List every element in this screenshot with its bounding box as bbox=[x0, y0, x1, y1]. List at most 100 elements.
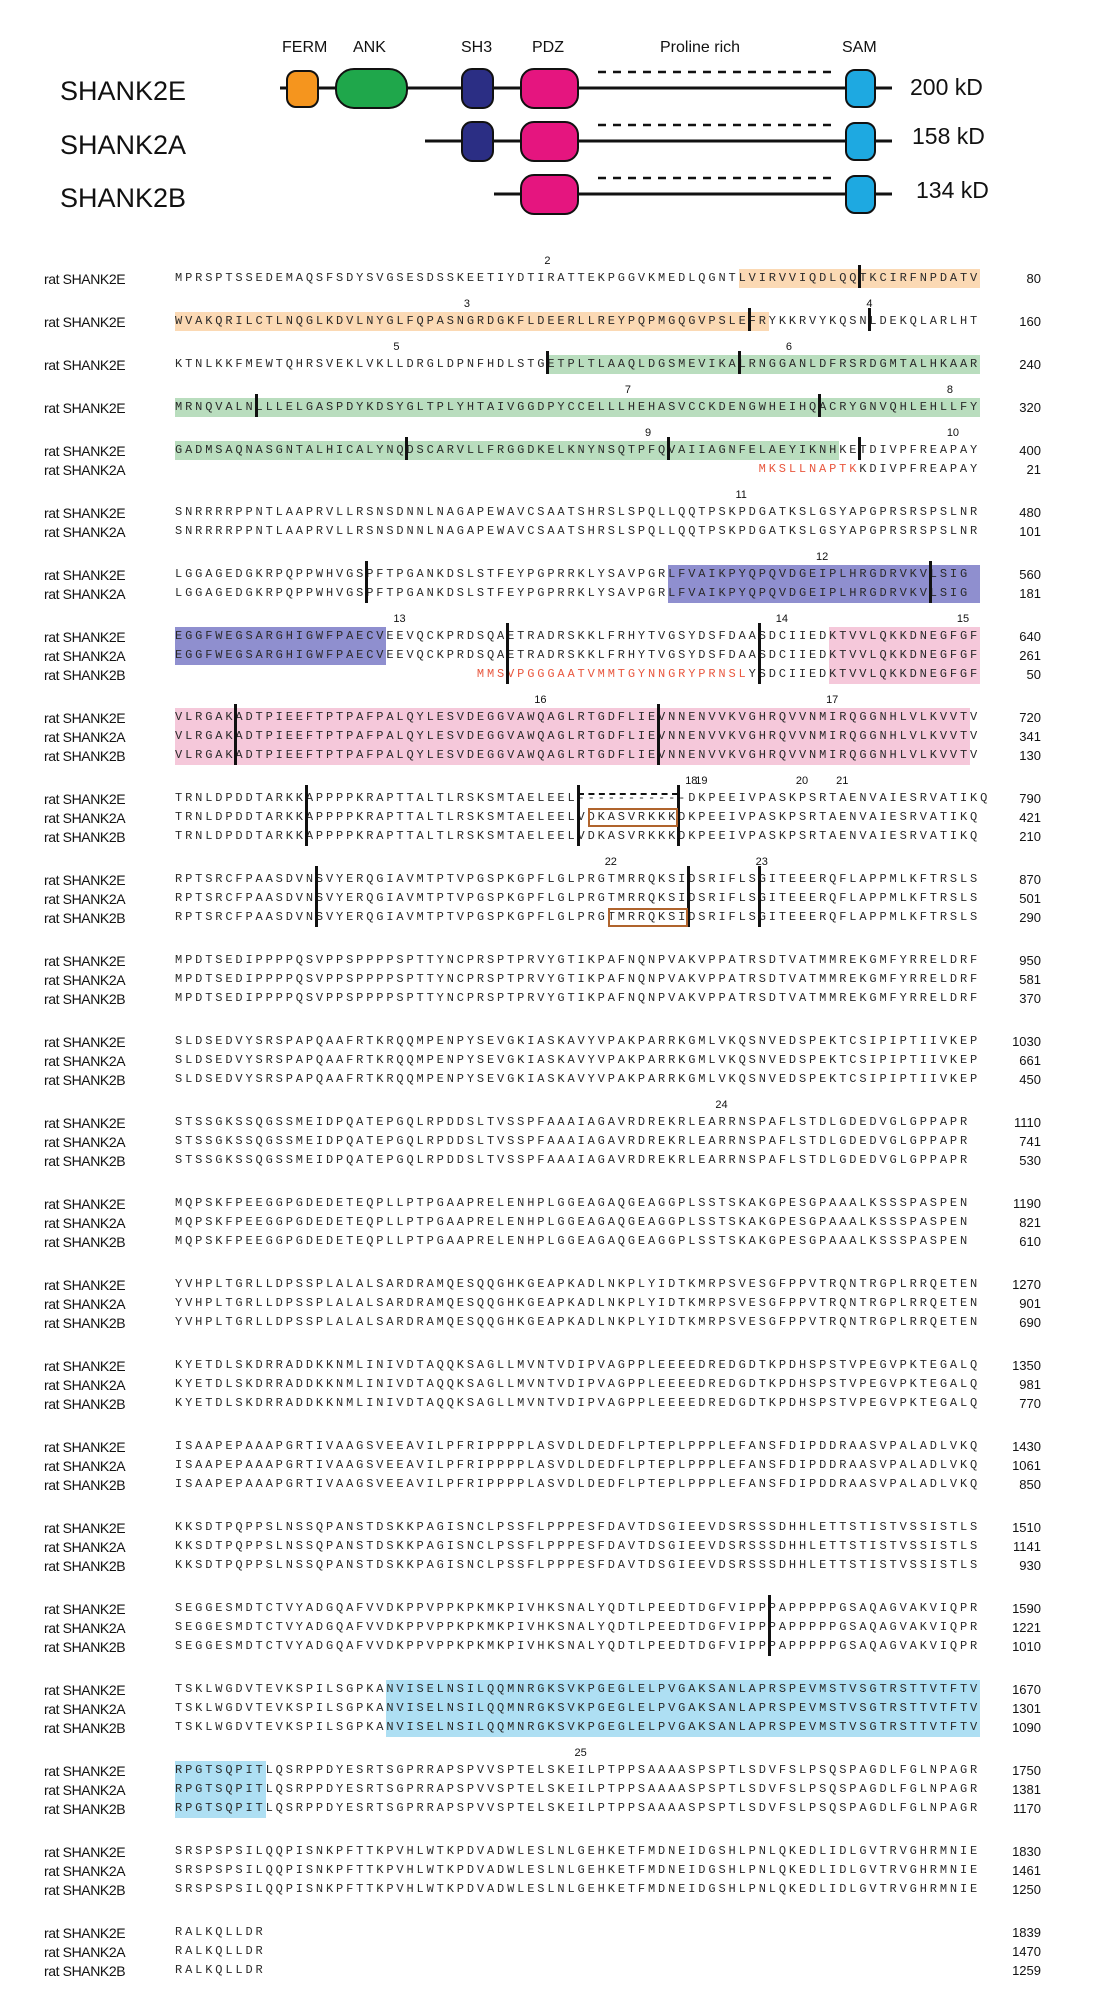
sequence-row: rat SHANK2E ISAAPEPAAAPGRTIVAAGSVEEAVILPF… bbox=[0, 1437, 1100, 1456]
exon-boundary bbox=[234, 704, 238, 765]
sequence-text: ISAAPEPAAAPGRTIVAAGSVEEAVILPFRIPPPPLASVD… bbox=[175, 1477, 980, 1491]
isoform-label: rat SHANK2E bbox=[44, 443, 126, 459]
residue-count: 901 bbox=[1019, 1296, 1041, 1311]
sequence-text: KYETDLSKDRRADDKKNMLINIVDTAQQKSAGLLMVNTVD… bbox=[175, 1377, 980, 1391]
sequence-row: rat SHANK2AMKSLLNAPTKKDIVPFREAPAYMKSLLNA… bbox=[0, 460, 1100, 479]
exon-number: 25 bbox=[574, 1747, 587, 1759]
residue-count: 1461 bbox=[1012, 1863, 1041, 1878]
label-proline-rich: Proline rich bbox=[660, 39, 740, 56]
isoform-label: rat SHANK2A bbox=[44, 1215, 126, 1231]
isoform-label: rat SHANK2B bbox=[44, 1396, 126, 1412]
sequence-text: KTNLKKFMEWTQHRSVEKLVKLLDRGLDPNFHDLSTGETP… bbox=[175, 357, 980, 371]
residue-count: 1221 bbox=[1012, 1620, 1041, 1635]
sequence-text: EGGFWEGSARGHIGWFPAECVEEVQCKPRDSQAETRADRS… bbox=[175, 629, 980, 643]
exon-boundary bbox=[667, 437, 671, 460]
isoform-label: rat SHANK2A bbox=[44, 1701, 126, 1717]
sequence-text: TSKLWGDVTEVKSPILSGPKANVISELNSILQQMNRGKSV… bbox=[175, 1682, 980, 1696]
exon-number: 21 bbox=[836, 775, 849, 787]
sequence-text: TSKLWGDVTEVKSPILSGPKANVISELNSILQQMNRGKSV… bbox=[175, 1720, 980, 1734]
isoform-label: rat SHANK2B bbox=[44, 1801, 126, 1817]
exon-boundary bbox=[576, 785, 580, 846]
domain-highlight bbox=[547, 355, 980, 374]
exon-number: 14 bbox=[775, 613, 788, 625]
exon-number-row bbox=[0, 1504, 1100, 1518]
label-sh3: SH3 bbox=[461, 39, 492, 56]
exon-number: 13 bbox=[393, 613, 406, 625]
isoform-label: rat SHANK2E bbox=[44, 400, 126, 416]
ank-domain bbox=[335, 68, 408, 109]
exon-number-row bbox=[0, 1180, 1100, 1194]
sequence-text: ISAAPEPAAAPGRTIVAAGSVEEAVILPFRIPPPPLASVD… bbox=[175, 1439, 980, 1453]
sequence-row: rat SHANK2BTRNLDPDDTARKKAPPPPKRAPTTALTLR… bbox=[0, 827, 1100, 846]
exon-number-row bbox=[0, 1018, 1100, 1032]
isoform-label: rat SHANK2B bbox=[44, 991, 126, 1007]
isoform-label: rat SHANK2A bbox=[44, 586, 126, 602]
sequence-row: rat SHANK2A VLRGAKADTPIEEFTPTPAFPALQYLESV… bbox=[0, 727, 1100, 746]
residue-count: 261 bbox=[1019, 648, 1041, 663]
exon-boundary bbox=[314, 866, 318, 927]
residue-count: 210 bbox=[1019, 829, 1041, 844]
residue-count: 1090 bbox=[1012, 1720, 1041, 1735]
isoform-size: 158 kD bbox=[912, 123, 985, 149]
isoform-label: rat SHANK2A bbox=[44, 1053, 126, 1069]
residue-count: 640 bbox=[1019, 629, 1041, 644]
sequence-text: KYETDLSKDRRADDKKNMLINIVDTAQQKSAGLLMVNTVD… bbox=[175, 1396, 980, 1410]
isoform-label: rat SHANK2B bbox=[44, 1072, 126, 1088]
isoform-shank2b: SHANK2B 134 kD bbox=[60, 174, 989, 215]
exon-number: 23 bbox=[755, 856, 768, 868]
exon-number: 9 bbox=[644, 427, 652, 439]
residue-count: 80 bbox=[1026, 271, 1041, 286]
isoform-label: rat SHANK2E bbox=[44, 1196, 126, 1212]
isoform-label: rat SHANK2E bbox=[44, 1439, 126, 1455]
exon-number: 2 bbox=[544, 255, 551, 267]
isoform-label: rat SHANK2E bbox=[44, 791, 126, 807]
isoform-label: rat SHANK2B bbox=[44, 1963, 126, 1979]
label-sam: SAM bbox=[842, 39, 877, 56]
isoform-label: rat SHANK2A bbox=[44, 1296, 126, 1312]
sequence-text: RPGTSQPITLQSRPPDYESRTSGPRRAPSPVVSPTELSKE… bbox=[175, 1763, 980, 1777]
isoform-label: rat SHANK2B bbox=[44, 1153, 126, 1169]
isoform-label: rat SHANK2A bbox=[44, 729, 126, 745]
sequence-text: VLRGAKADTPIEEFTPTPAFPALQYLESVDEGGVAWQAGL… bbox=[175, 729, 980, 743]
sh3-domain bbox=[461, 121, 494, 162]
sequence-text: KKSDTPQPPSLNSSQPANSTDSKKPAGISNCLPSSFLPPP… bbox=[175, 1539, 980, 1553]
sequence-text: SNRRRRPPNTLAAPRVLLRSNSDNNLNAGAPEWAVCSAAT… bbox=[175, 524, 980, 538]
exon-number-row: 25 bbox=[0, 1747, 1100, 1761]
residue-count: 1250 bbox=[1012, 1882, 1041, 1897]
residue-count: 1510 bbox=[1012, 1520, 1041, 1535]
sequence-continuation: KDIVPFREAPAY bbox=[859, 462, 980, 476]
exon-number: 18 bbox=[685, 775, 698, 787]
residue-count: 181 bbox=[1019, 586, 1041, 601]
residue-count: 720 bbox=[1019, 710, 1041, 725]
isoform-label: rat SHANK2E bbox=[44, 1034, 126, 1050]
sam-domain bbox=[845, 175, 876, 214]
residue-count: 1670 bbox=[1012, 1682, 1041, 1697]
sequence-text: WVAKQRILCTLNQGLKDVLNYGLFQPASNGRDGKFLDEER… bbox=[175, 314, 980, 328]
isoform-label: rat SHANK2E bbox=[44, 271, 126, 287]
isoform-label: rat SHANK2A bbox=[44, 891, 126, 907]
residue-count: 50 bbox=[1026, 667, 1041, 682]
residue-count: 950 bbox=[1019, 953, 1041, 968]
residue-count: 690 bbox=[1019, 1315, 1041, 1330]
